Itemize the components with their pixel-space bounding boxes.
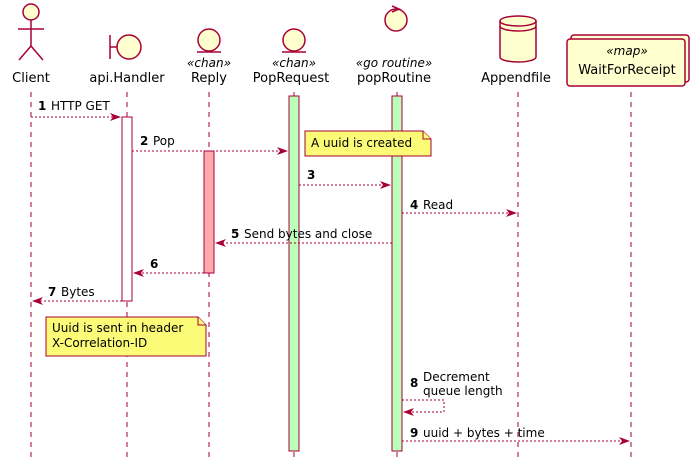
message-7: 7 Bytes: [32, 285, 122, 305]
message-number: 3: [307, 168, 315, 182]
arrowhead-icon: [133, 269, 144, 277]
message-number: 8: [410, 376, 418, 390]
messages: 1 HTTP GET 2 Pop 3 4 Read 5 Send byt: [31, 99, 630, 445]
message-number: 5: [231, 227, 239, 241]
participant-stereotype: «go routine»: [356, 56, 433, 70]
boundary-icon: [109, 34, 142, 60]
message-label: Send bytes and close: [244, 227, 372, 241]
participant-poproutine: «go routine» popRoutine: [356, 5, 433, 86]
message-number: 1: [38, 99, 46, 113]
participant-name: popRoutine: [357, 71, 431, 86]
arrowhead-icon: [403, 408, 414, 416]
note-text-line-2: X-Correlation-ID: [52, 336, 147, 350]
message-number: 2: [140, 134, 148, 148]
participant-poprequest: «chan» PopRequest: [253, 28, 329, 86]
message-6: 6: [133, 257, 204, 277]
participant-name: Appendfile: [481, 71, 551, 86]
activation-bar-reply: [203, 150, 215, 274]
activation-bar-poproutine: [391, 95, 403, 452]
participant-appendfile: Appendfile: [481, 15, 551, 86]
participant-client: Client: [12, 3, 50, 86]
note-uuid-header: Uuid is sent in header X-Correlation-ID: [45, 316, 207, 357]
message-label: Bytes: [61, 285, 95, 299]
message-8: 8 Decrement queue length: [402, 370, 503, 416]
control-icon: [384, 5, 408, 32]
note-text: A uuid is created: [311, 136, 412, 150]
arrowhead-icon: [619, 437, 630, 445]
message-5: 5 Send bytes and close: [215, 227, 392, 247]
database-icon: [499, 15, 537, 63]
participant-name: api.Handler: [89, 71, 165, 86]
activations: [121, 95, 403, 452]
participant-stereotype: «chan»: [187, 56, 231, 70]
message-2: 2 Pop: [132, 134, 288, 155]
message-label-line-2: queue length: [423, 384, 503, 398]
participant-reply: «chan» Reply: [187, 28, 231, 86]
message-4: 4 Read: [402, 198, 517, 217]
participant-name: Reply: [191, 71, 227, 86]
participant-waitforreceipt: «map» WaitForReceipt: [566, 34, 690, 87]
arrowhead-icon: [380, 181, 391, 189]
entity-icon: [282, 28, 306, 53]
participant-stereotype: «map»: [606, 44, 647, 58]
participant-name: WaitForReceipt: [578, 63, 676, 78]
arrowhead-icon: [215, 239, 226, 247]
participant-name: Client: [12, 71, 50, 86]
message-label: Pop: [153, 134, 175, 148]
message-label-line-1: Decrement: [423, 370, 490, 384]
activation-bar-poprequest: [288, 95, 300, 452]
actor-icon: [18, 3, 44, 61]
message-label: HTTP GET: [51, 99, 110, 113]
message-number: 4: [410, 198, 418, 212]
message-9: 9 uuid + bytes + time: [402, 426, 630, 445]
message-number: 9: [410, 426, 418, 440]
activation-bar-handler: [121, 116, 133, 302]
collections-icon: [566, 34, 690, 87]
message-label: uuid + bytes + time: [423, 426, 545, 440]
arrowhead-icon: [110, 113, 121, 121]
message-3: 3: [299, 168, 391, 189]
participant-stereotype: «chan»: [272, 56, 316, 70]
participant-handler: api.Handler: [89, 34, 165, 86]
message-1: 1 HTTP GET: [31, 99, 121, 121]
arrowhead-icon: [506, 209, 517, 217]
message-number: 6: [150, 257, 158, 271]
arrowhead-icon: [32, 297, 43, 305]
arrowhead-icon: [277, 147, 288, 155]
message-label: Read: [423, 198, 453, 212]
participant-name: PopRequest: [253, 71, 329, 86]
message-number: 7: [48, 285, 56, 299]
note-uuid-created: A uuid is created: [304, 130, 432, 157]
note-text-line-1: Uuid is sent in header: [52, 321, 183, 335]
entity-icon: [197, 28, 221, 53]
